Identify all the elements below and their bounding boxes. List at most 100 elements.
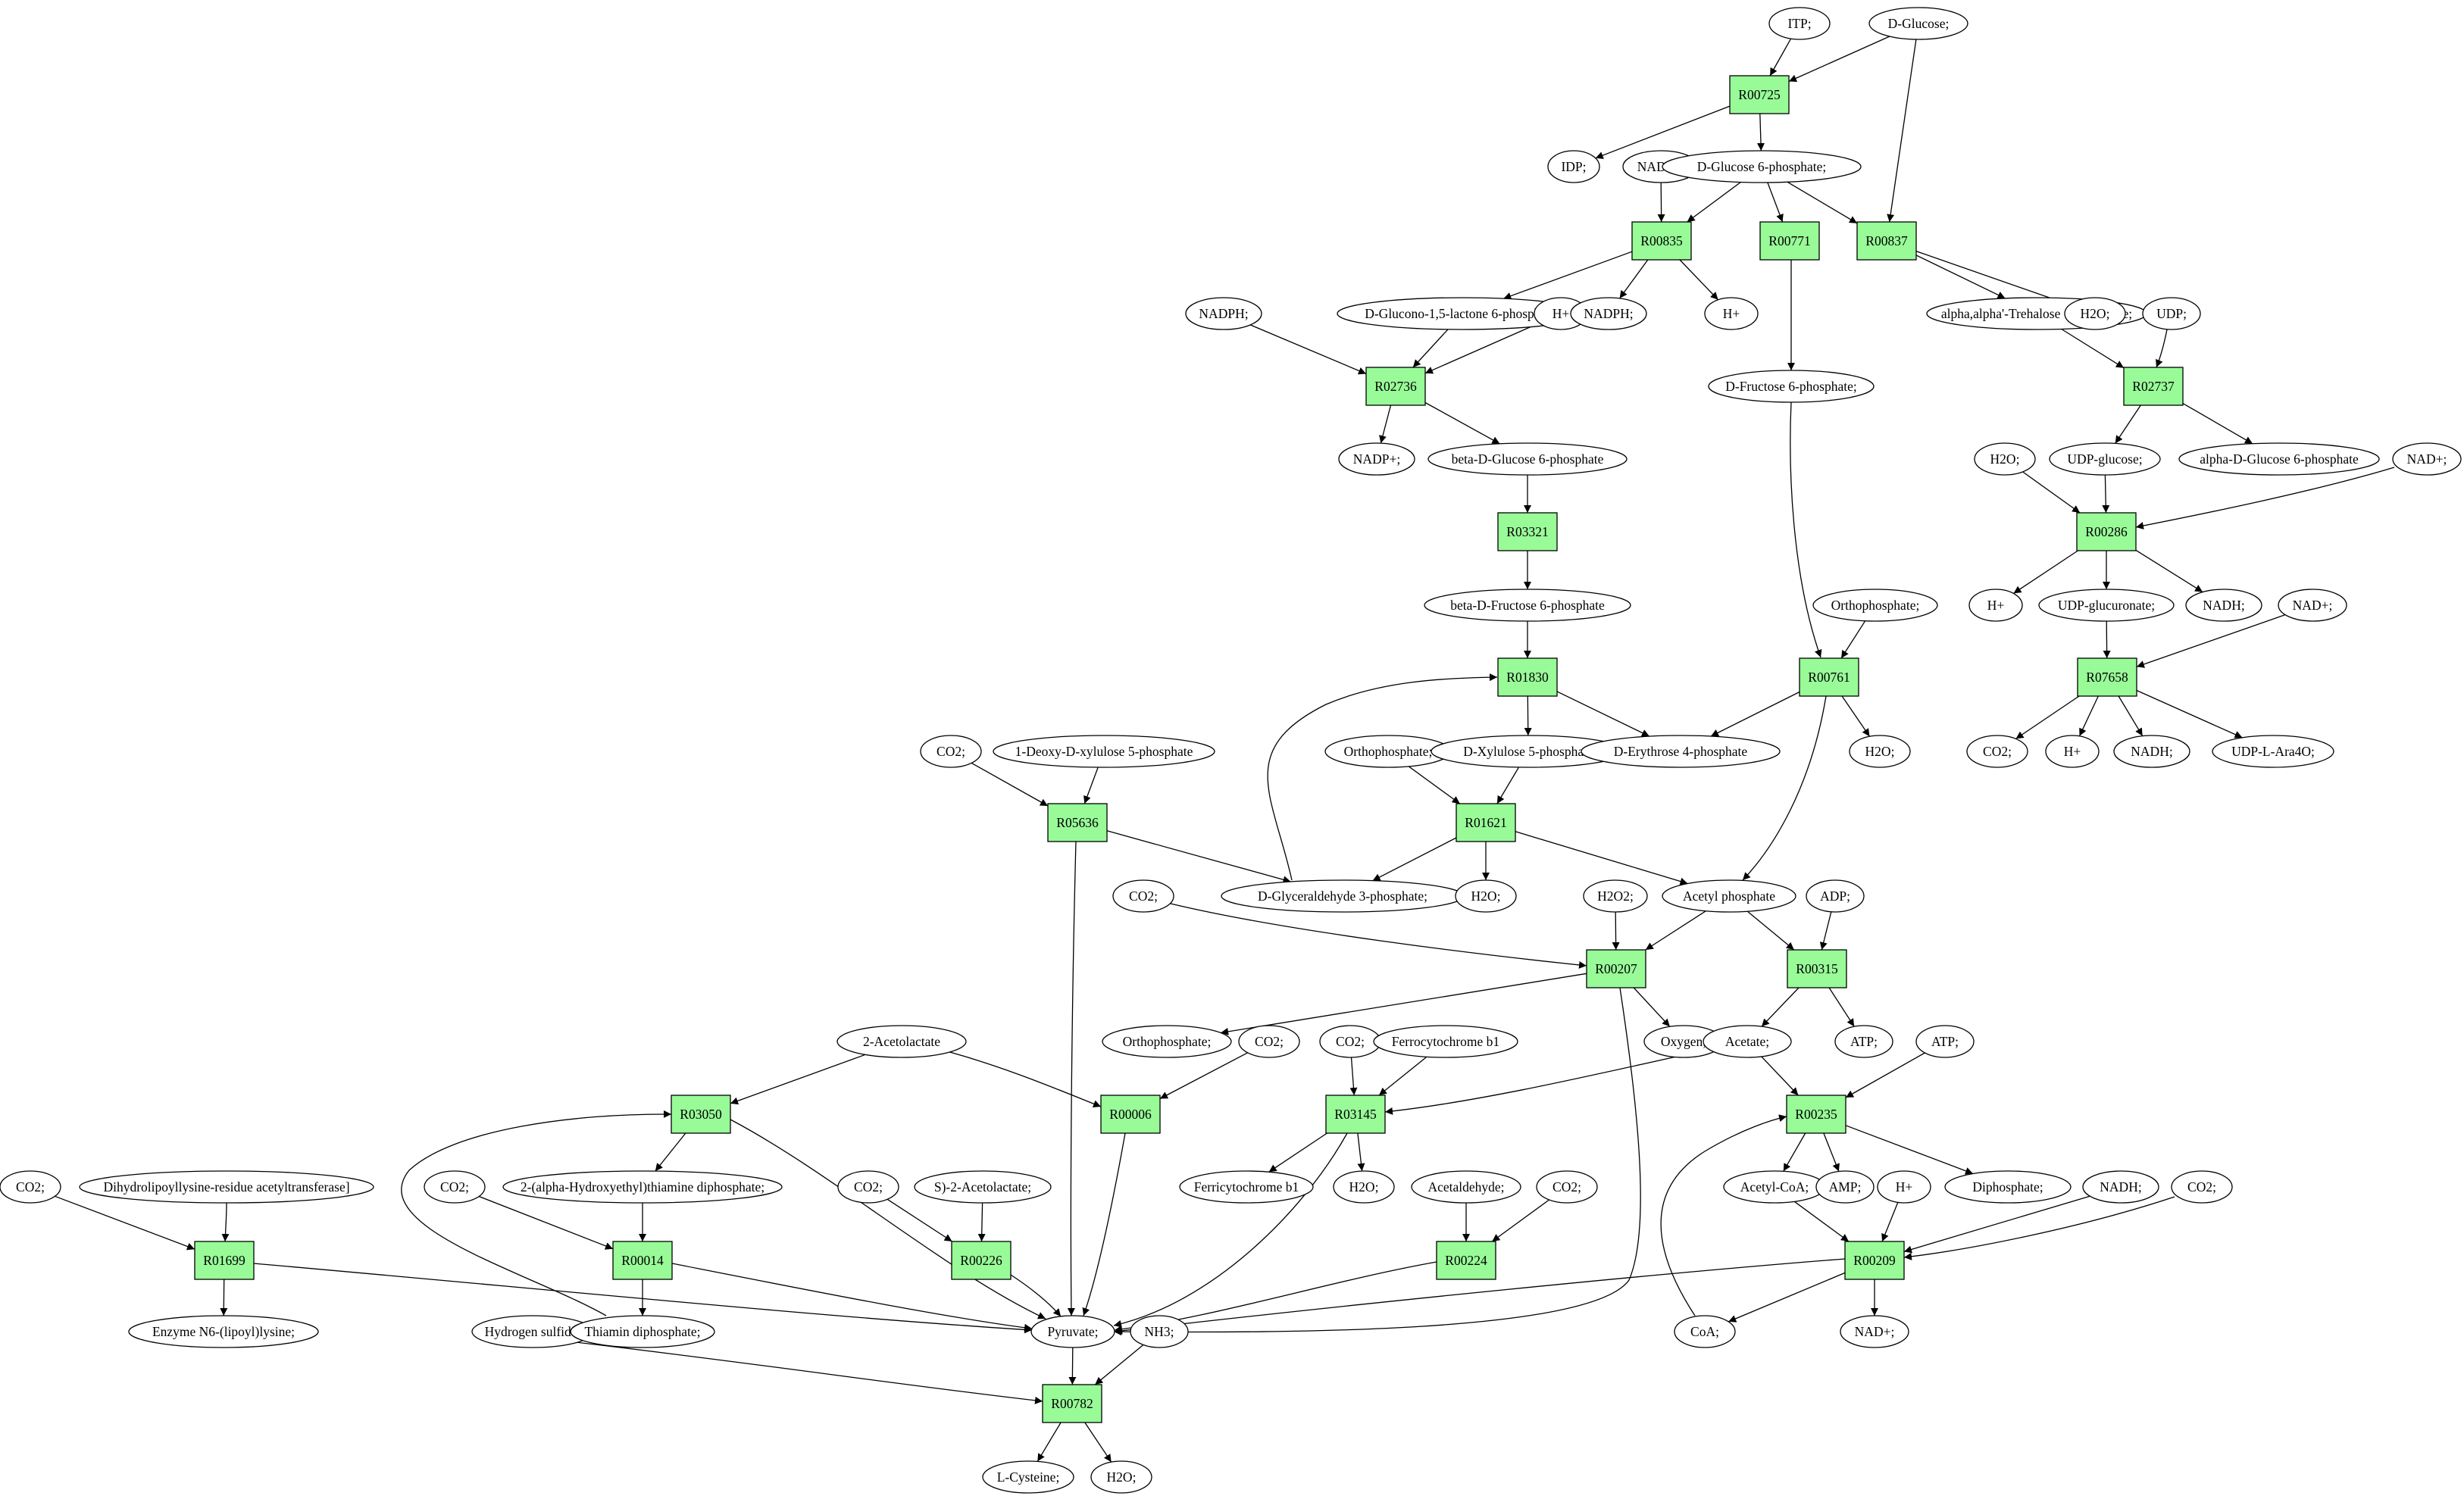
compound-gap: D-Glyceraldehyde 3-phosphate; xyxy=(1221,879,1465,913)
reaction-r00837: R00837 xyxy=(1856,221,1917,261)
edge-ortho1-to-r00761 xyxy=(1840,620,1866,659)
compound-ellipse xyxy=(993,735,1215,768)
node-label: R03145 xyxy=(1334,1107,1377,1122)
edge-x5p-to-r01621 xyxy=(1496,767,1520,804)
edge-dxp-to-r05636 xyxy=(1083,767,1099,804)
compound-h2o5: H2O; xyxy=(1333,1170,1395,1204)
node-label: Acetyl phosphate xyxy=(1683,888,1775,904)
compound-nadh2: NADH; xyxy=(2113,735,2190,768)
edge-r07658-to-co2b xyxy=(2015,695,2080,739)
compound-ellipse xyxy=(1704,297,1759,330)
compound-ellipse xyxy=(1974,442,2036,476)
compound-dlat: Dihydrolipoyllysine-residue acetyltransf… xyxy=(79,1170,374,1204)
reaction-box xyxy=(1456,803,1516,842)
edge-r00235-to-acoa xyxy=(1783,1132,1806,1172)
node-label: H+ xyxy=(1987,598,2005,613)
node-label: D-Erythrose 4-phosphate xyxy=(1614,744,1748,759)
node-label: NAD+; xyxy=(1855,1324,1895,1339)
compound-ellipse xyxy=(1130,1315,1189,1348)
reaction-r00014: R00014 xyxy=(612,1241,673,1280)
compound-ellipse xyxy=(1373,1025,1518,1058)
compound-lcys: L-Cysteine; xyxy=(982,1460,1074,1494)
node-label: D-Glucose; xyxy=(1888,16,1950,31)
node-label: NAD+; xyxy=(2407,451,2447,467)
edge-r00835-to-hplus2 xyxy=(1679,259,1719,301)
compound-ellipse xyxy=(1536,1170,1598,1204)
compound-adp: ADP; xyxy=(1806,879,1865,913)
node-label: 2-(alpha-Hydroxyethyl)thiamine diphospha… xyxy=(521,1179,765,1195)
compound-nadplus2: NAD+; xyxy=(2278,589,2347,622)
compound-h2o4: H2O; xyxy=(1455,879,1517,913)
reaction-box xyxy=(1436,1241,1496,1280)
node-label: NAD+; xyxy=(2293,598,2333,613)
reaction-box xyxy=(1759,221,1820,261)
edge-r00835-to-nadph2 xyxy=(1619,259,1649,299)
compound-ellipse xyxy=(1703,1025,1792,1058)
reaction-r00782: R00782 xyxy=(1042,1384,1102,1423)
reaction-r07658: R07658 xyxy=(2077,657,2137,697)
edge-nadplus1-to-r00286 xyxy=(2135,467,2395,529)
reaction-r00725: R00725 xyxy=(1729,75,1790,114)
edge-co2a-to-r05636 xyxy=(971,762,1049,807)
edge-r01830-to-e4p xyxy=(1556,691,1650,737)
reaction-box xyxy=(1586,949,1646,988)
edge-adp-to-r00315 xyxy=(1819,911,1832,951)
compound-co2i: CO2; xyxy=(1536,1170,1598,1204)
node-label: R00235 xyxy=(1795,1107,1837,1122)
node-label: Enzyme N6-(lipoyl)lysine; xyxy=(152,1324,295,1339)
reaction-r00771: R00771 xyxy=(1759,221,1820,261)
node-label: R03050 xyxy=(680,1107,722,1122)
compound-ellipse xyxy=(1806,879,1865,913)
compound-h2o3: H2O; xyxy=(1849,735,1911,768)
edge-h2o2-to-r00286 xyxy=(2022,471,2081,514)
compound-ellipse xyxy=(914,1170,1052,1204)
reaction-box xyxy=(951,1241,1012,1280)
reaction-box xyxy=(2123,367,2184,406)
edge-dlat-to-r01699 xyxy=(221,1202,230,1242)
reaction-box xyxy=(194,1241,255,1280)
compound-ellipse xyxy=(2178,442,2380,476)
edge-nadp1-to-r00835 xyxy=(1657,182,1665,223)
compound-ellipse xyxy=(1877,1170,1931,1204)
compound-nadph2: NADPH; xyxy=(1570,297,1647,330)
compound-bg6p: beta-D-Glucose 6-phosphate xyxy=(1427,442,1628,476)
edge-r01699-to-pyruvate xyxy=(253,1263,1033,1334)
reaction-box xyxy=(1729,75,1790,114)
edge-r00207-to-oxygen xyxy=(1633,987,1671,1027)
node-label: D-Glyceraldehyde 3-phosphate; xyxy=(1258,888,1427,904)
node-label: R00286 xyxy=(2085,524,2128,539)
edge-udp-to-r02737 xyxy=(2156,329,2168,368)
node-label: R00771 xyxy=(1768,233,1810,248)
reaction-box xyxy=(1042,1384,1102,1423)
edge-r02736-to-bg6p xyxy=(1424,401,1500,445)
edge-r00235-to-dipho xyxy=(1845,1125,1974,1175)
node-label: R00209 xyxy=(1853,1253,1896,1268)
edge-r00837-to-h2o1 xyxy=(1915,250,2070,306)
compound-acald: Acetaldehyde; xyxy=(1411,1170,1521,1204)
edge-g6p-to-r00835 xyxy=(1687,181,1741,223)
node-label: CO2; xyxy=(937,744,965,759)
compound-ellipse xyxy=(502,1170,783,1204)
compound-ortho3: Orthophosphate; xyxy=(1102,1025,1232,1058)
compound-sacl: S)-2-Acetolactate; xyxy=(914,1170,1052,1204)
edge-r07658-to-udpara xyxy=(2136,689,2243,739)
compound-nadh3: NADH; xyxy=(2082,1170,2159,1204)
compound-nh3: NH3; xyxy=(1130,1315,1189,1348)
compound-ellipse xyxy=(570,1315,715,1348)
compound-ellipse xyxy=(1570,297,1647,330)
compound-nadplus3: NAD+; xyxy=(1840,1315,1909,1348)
edge-nadph1-to-r02736 xyxy=(1249,324,1367,375)
reaction-box xyxy=(1100,1095,1161,1134)
reaction-box xyxy=(2076,512,2137,551)
node-label: R00006 xyxy=(1109,1107,1152,1122)
edge-r00207-to-pyruvate xyxy=(1113,987,1641,1336)
edge-atp2-to-r00235 xyxy=(1845,1052,1925,1098)
reaction-r02736: R02736 xyxy=(1365,367,1426,406)
node-label: H+ xyxy=(1553,306,1570,321)
node-label: CoA; xyxy=(1690,1324,1719,1339)
compound-ellipse xyxy=(1768,7,1831,40)
compound-h2s: Hydrogen sulfide; xyxy=(471,1315,594,1348)
compound-idp: IDP; xyxy=(1547,150,1600,183)
node-label: R00315 xyxy=(1796,961,1838,976)
compound-co2c: CO2; xyxy=(1112,879,1174,913)
